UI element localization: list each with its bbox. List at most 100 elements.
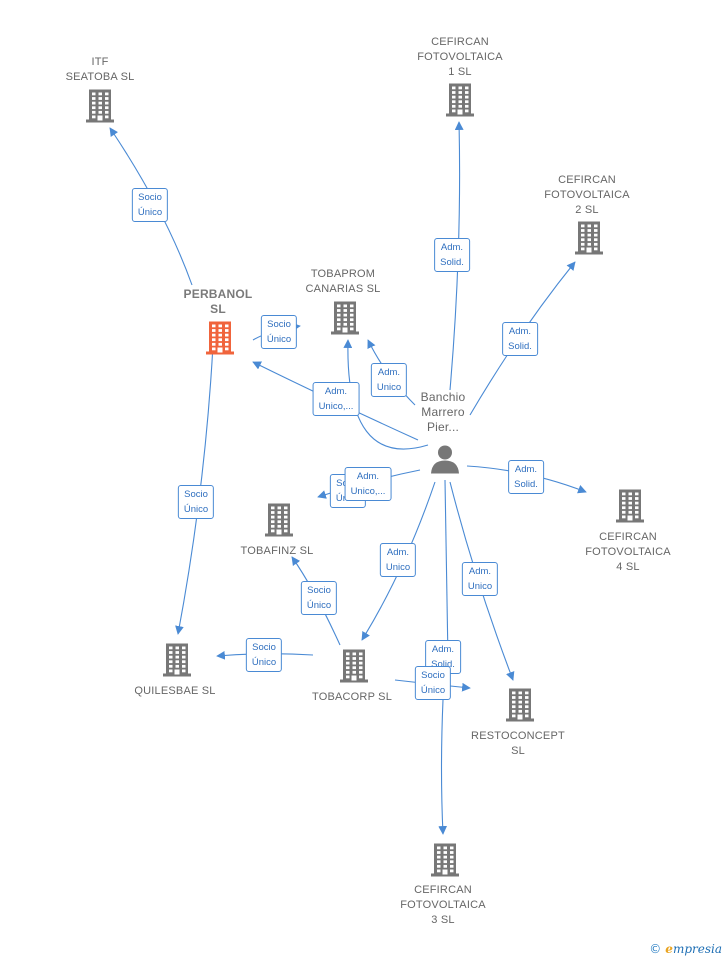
edge-label-line: Adm. bbox=[508, 326, 532, 337]
building-icon[interactable] bbox=[574, 221, 604, 260]
edge-label-line: Único bbox=[306, 600, 332, 611]
node-label-line: SL bbox=[511, 745, 525, 757]
node-label-cef4[interactable]: CEFIRCAN FOTOVOLTAICA 4 SL bbox=[585, 530, 671, 575]
edge-label-line: Único bbox=[420, 685, 446, 696]
node-label-line: PERBANOL bbox=[183, 287, 253, 301]
node-label-line: CEFIRCAN bbox=[558, 174, 616, 186]
node-label-line: Banchio bbox=[420, 390, 466, 404]
brand-name: mpresia bbox=[672, 942, 722, 956]
building-icon[interactable] bbox=[430, 843, 460, 882]
edge-label-e3[interactable]: Adm. Solid. bbox=[502, 322, 538, 356]
node-label-line: FOTOVOLTAICA bbox=[400, 899, 486, 911]
building-icon[interactable] bbox=[85, 89, 115, 128]
node-label-line: CEFIRCAN bbox=[599, 531, 657, 543]
node-label-line: TOBAPROM bbox=[310, 268, 376, 280]
edge-label-line: Adm. bbox=[431, 644, 455, 655]
edge-e10 bbox=[343, 339, 429, 450]
node-label-line: 1 SL bbox=[448, 66, 472, 78]
edge-label-e10[interactable]: Adm. Unico,... bbox=[344, 467, 392, 501]
edge-label-line: Único bbox=[266, 334, 292, 345]
brand-initial: e bbox=[665, 942, 673, 956]
edge-label-line: Solid. bbox=[514, 479, 538, 490]
node-label-line: 4 SL bbox=[616, 561, 640, 573]
edge-label-line: Único bbox=[183, 504, 209, 515]
edge-label-e2[interactable]: Adm. Solid. bbox=[434, 238, 470, 272]
copyright-symbol: © bbox=[649, 942, 662, 956]
node-label-tobafinz[interactable]: TOBAFINZ SL bbox=[241, 544, 314, 559]
building-icon[interactable] bbox=[264, 503, 294, 542]
edge-e15 bbox=[443, 479, 453, 661]
node-label-line: SEATOBA SL bbox=[65, 71, 135, 83]
node-label-line: QUILESBAE SL bbox=[134, 685, 216, 697]
person-icon[interactable] bbox=[430, 444, 460, 479]
node-label-line: Pier... bbox=[426, 420, 460, 434]
node-label-line: TOBACORP SL bbox=[311, 691, 393, 703]
node-label-line: CANARIAS SL bbox=[305, 283, 381, 295]
building-icon[interactable] bbox=[205, 321, 235, 360]
edge-label-line: Adm. bbox=[377, 367, 401, 378]
edge-label-e12[interactable]: Adm.Unico bbox=[461, 562, 499, 596]
building-icon[interactable] bbox=[445, 83, 475, 122]
edge-label-line: Socio bbox=[138, 192, 162, 203]
node-label-tobaprom[interactable]: TOBAPROM CANARIAS SL bbox=[306, 267, 381, 297]
edge-label-line: Solid. bbox=[431, 659, 455, 670]
edge-label-line: Único bbox=[137, 207, 163, 218]
node-label-line: FOTOVOLTAICA bbox=[544, 189, 630, 201]
edge-label-line: Solid. bbox=[440, 257, 464, 268]
node-label-line: CEFIRCAN bbox=[414, 884, 472, 896]
node-label-line: CEFIRCAN bbox=[431, 36, 489, 48]
edge-label-line: Socio bbox=[307, 585, 331, 596]
building-icon[interactable] bbox=[505, 688, 535, 727]
node-label-line: ITF bbox=[91, 56, 109, 68]
edge-label-line: Unico bbox=[385, 562, 411, 573]
edge-label-line: Unico bbox=[376, 382, 402, 393]
node-label-line: 2 SL bbox=[575, 204, 599, 216]
edge-label-line: Socio bbox=[252, 642, 276, 653]
node-label-line: TOBAFINZ SL bbox=[240, 545, 314, 557]
node-label-restoconcept[interactable]: RESTOCONCEPT SL bbox=[471, 729, 565, 759]
edge-label-line: Adm. bbox=[468, 566, 492, 577]
node-label-quilesbae[interactable]: QUILESBAE SL bbox=[134, 684, 215, 699]
edge-label-e5[interactable]: Adm. Unico bbox=[370, 363, 408, 397]
edge-label-line: Socio bbox=[184, 489, 208, 500]
building-icon[interactable] bbox=[162, 643, 192, 682]
edge-label-line: Adm. bbox=[514, 464, 538, 475]
edge-label-e7[interactable]: Adm. Solid. bbox=[508, 460, 544, 494]
edge-label-line: Unico,... bbox=[318, 401, 354, 412]
edge-label-line: Socio bbox=[267, 319, 291, 330]
node-label-tobacorp[interactable]: TOBACORP SL bbox=[312, 690, 392, 705]
node-label-line: 3 SL bbox=[431, 914, 455, 926]
node-label-itf[interactable]: ITF SEATOBA SL bbox=[66, 55, 135, 85]
brand-watermark: ©empresia bbox=[649, 942, 722, 956]
node-label-line: RESTOCONCEPT bbox=[471, 730, 565, 742]
edge-label-line: Socio bbox=[421, 670, 445, 681]
node-label-cef1[interactable]: CEFIRCAN FOTOVOLTAICA 1 SL bbox=[417, 35, 503, 80]
edge-label-line: Adm. bbox=[324, 386, 348, 397]
edge-label-line: Adm. bbox=[440, 242, 464, 253]
node-label-line: Marrero bbox=[421, 405, 465, 419]
node-label-line: FOTOVOLTAICA bbox=[417, 51, 503, 63]
edge-label-line: Adm. bbox=[356, 471, 380, 482]
building-icon[interactable] bbox=[615, 489, 645, 528]
edge-label-line: Adm. bbox=[386, 547, 410, 558]
edge-label-e11[interactable]: Adm. Unico bbox=[379, 543, 417, 577]
node-label-cef3[interactable]: CEFIRCAN FOTOVOLTAICA 3 SL bbox=[400, 883, 486, 928]
building-icon[interactable] bbox=[330, 301, 360, 340]
edge-e16b bbox=[438, 699, 448, 835]
edge-label-line: Unico,... bbox=[350, 486, 386, 497]
edge-label-line: Solid. bbox=[508, 341, 532, 352]
edge-label-e6[interactable]: Adm. Unico,... bbox=[312, 382, 360, 416]
building-icon[interactable] bbox=[339, 649, 369, 688]
node-label-line: FOTOVOLTAICA bbox=[585, 546, 671, 558]
node-label-cef2[interactable]: CEFIRCAN FOTOVOLTAICA 2 SL bbox=[544, 173, 630, 218]
edge-label-line: Único bbox=[251, 657, 277, 668]
node-label-line: SL bbox=[210, 302, 226, 316]
